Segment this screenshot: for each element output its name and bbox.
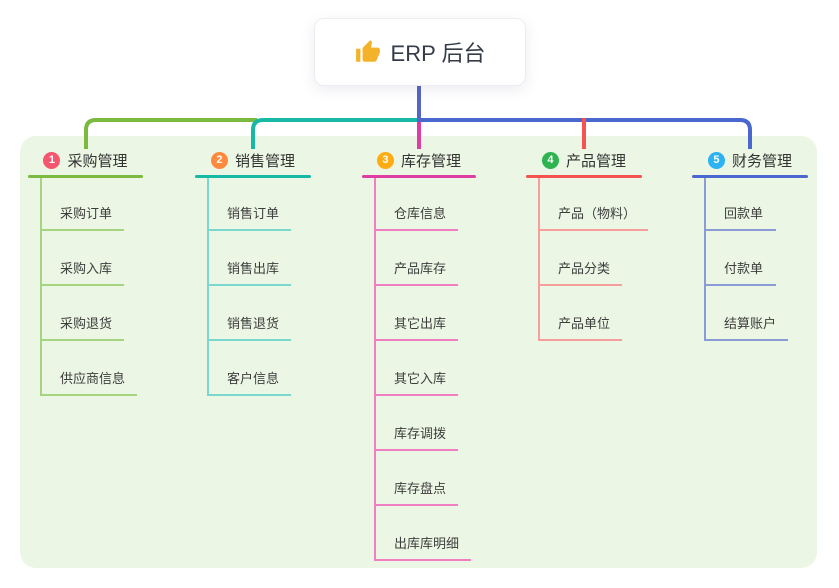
branch-title-label: 采购管理 xyxy=(67,152,128,170)
branch-inventory-title[interactable]: 3 库存管理 xyxy=(362,148,476,172)
leaf-label: 销售出库 xyxy=(227,261,280,276)
branch-title-label: 财务管理 xyxy=(731,152,792,170)
leaf-node[interactable]: 其它入库 xyxy=(376,341,459,396)
leaf-node[interactable]: 其它出库 xyxy=(376,286,459,341)
branch-title-label: 销售管理 xyxy=(234,152,295,170)
root-node[interactable]: ERP 后台 xyxy=(314,18,526,86)
branch-product-title[interactable]: 4 产品管理 xyxy=(526,148,642,172)
branches-panel xyxy=(20,136,817,568)
leaf-label: 产品库存 xyxy=(394,261,447,276)
branch-purchase: 1 采购管理 采购订单 采购入库 采购退货 供应商信息 xyxy=(28,148,143,396)
branch-underline xyxy=(526,175,642,178)
root-label: ERP 后台 xyxy=(390,41,486,66)
thumbs-up-icon xyxy=(355,39,381,65)
leaf-label: 回款单 xyxy=(724,206,764,221)
branch-purchase-children: 采购订单 采购入库 采购退货 供应商信息 xyxy=(40,178,138,396)
leaf-label: 付款单 xyxy=(724,261,764,276)
leaf-node[interactable]: 产品分类 xyxy=(540,231,623,286)
branch-sales-children: 销售订单 销售出库 销售退货 客户信息 xyxy=(207,178,292,396)
leaf-label: 产品分类 xyxy=(558,261,611,276)
branch-finance: 5 财务管理 回款单 付款单 结算账户 xyxy=(692,148,808,341)
branch-finance-title[interactable]: 5 财务管理 xyxy=(692,148,808,172)
leaf-label: 采购入库 xyxy=(60,261,113,276)
branch-number-badge: 2 xyxy=(210,151,228,169)
branch-number-badge: 5 xyxy=(707,151,725,169)
branch-number-badge: 3 xyxy=(376,151,394,169)
leaf-node[interactable]: 供应商信息 xyxy=(42,341,138,396)
branch-sales: 2 销售管理 销售订单 销售出库 销售退货 客户信息 xyxy=(195,148,311,396)
leaf-node[interactable]: 采购退货 xyxy=(42,286,125,341)
leaf-label: 供应商信息 xyxy=(60,371,126,386)
leaf-label: 库存盘点 xyxy=(394,481,447,496)
leaf-node[interactable]: 产品库存 xyxy=(376,231,459,286)
leaf-node[interactable]: 采购入库 xyxy=(42,231,125,286)
branch-number-badge: 1 xyxy=(43,151,61,169)
branch-sales-title[interactable]: 2 销售管理 xyxy=(195,148,311,172)
leaf-node[interactable]: 产品单位 xyxy=(540,286,623,341)
leaf-node[interactable]: 客户信息 xyxy=(209,341,292,396)
leaf-node[interactable]: 付款单 xyxy=(706,231,776,286)
leaf-label: 结算账户 xyxy=(724,316,777,331)
leaf-node[interactable]: 结算账户 xyxy=(706,286,789,341)
leaf-node[interactable]: 出库库明细 xyxy=(376,506,472,561)
branch-number-badge: 4 xyxy=(541,151,559,169)
leaf-label: 出库库明细 xyxy=(394,536,460,551)
leaf-label: 产品单位 xyxy=(558,316,611,331)
leaf-label: 销售订单 xyxy=(227,206,280,221)
branch-product: 4 产品管理 产品（物料） 产品分类 产品单位 xyxy=(526,148,649,341)
leaf-node[interactable]: 采购订单 xyxy=(42,178,125,231)
branch-underline xyxy=(195,175,311,178)
leaf-label: 仓库信息 xyxy=(394,206,447,221)
leaf-node[interactable]: 产品（物料） xyxy=(540,178,649,231)
branch-inventory: 3 库存管理 仓库信息 产品库存 其它出库 其它入库 库存调拨 库存盘点 出库库… xyxy=(362,148,476,561)
leaf-label: 采购订单 xyxy=(60,206,113,221)
leaf-node[interactable]: 销售订单 xyxy=(209,178,292,231)
branch-underline xyxy=(28,175,143,178)
leaf-node[interactable]: 回款单 xyxy=(706,178,776,231)
branch-underline xyxy=(692,175,808,178)
branch-title-label: 产品管理 xyxy=(565,152,626,170)
leaf-label: 销售退货 xyxy=(227,316,280,331)
leaf-node[interactable]: 销售退货 xyxy=(209,286,292,341)
leaf-label: 客户信息 xyxy=(227,371,280,386)
branch-inventory-children: 仓库信息 产品库存 其它出库 其它入库 库存调拨 库存盘点 出库库明细 xyxy=(374,178,472,561)
leaf-node[interactable]: 销售出库 xyxy=(209,231,292,286)
branch-title-label: 库存管理 xyxy=(400,152,461,170)
branch-finance-children: 回款单 付款单 结算账户 xyxy=(704,178,789,341)
leaf-node[interactable]: 库存调拨 xyxy=(376,396,459,451)
leaf-label: 库存调拨 xyxy=(394,426,447,441)
leaf-label: 产品（物料） xyxy=(558,206,637,221)
leaf-label: 采购退货 xyxy=(60,316,113,331)
leaf-label: 其它出库 xyxy=(394,316,447,331)
branch-underline xyxy=(362,175,476,178)
branch-purchase-title[interactable]: 1 采购管理 xyxy=(28,148,143,172)
leaf-node[interactable]: 库存盘点 xyxy=(376,451,459,506)
leaf-label: 其它入库 xyxy=(394,371,447,386)
branch-product-children: 产品（物料） 产品分类 产品单位 xyxy=(538,178,649,341)
leaf-node[interactable]: 仓库信息 xyxy=(376,178,459,231)
